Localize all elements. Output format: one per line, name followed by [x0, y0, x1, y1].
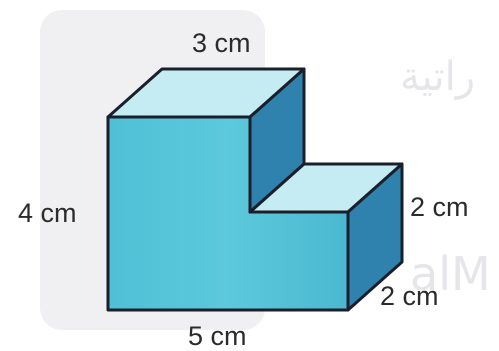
- top-width-label: 3 cm: [192, 28, 251, 58]
- left-height-label: 4 cm: [18, 198, 77, 228]
- step-height-label: 2 cm: [410, 192, 469, 222]
- bottom-length-label: 5 cm: [188, 321, 247, 351]
- watermark-latin-text: alM: [410, 247, 491, 301]
- lower-side-face: [346, 162, 404, 312]
- watermark-arabic-text: راتية: [400, 54, 475, 100]
- depth-label: 2 cm: [380, 281, 439, 311]
